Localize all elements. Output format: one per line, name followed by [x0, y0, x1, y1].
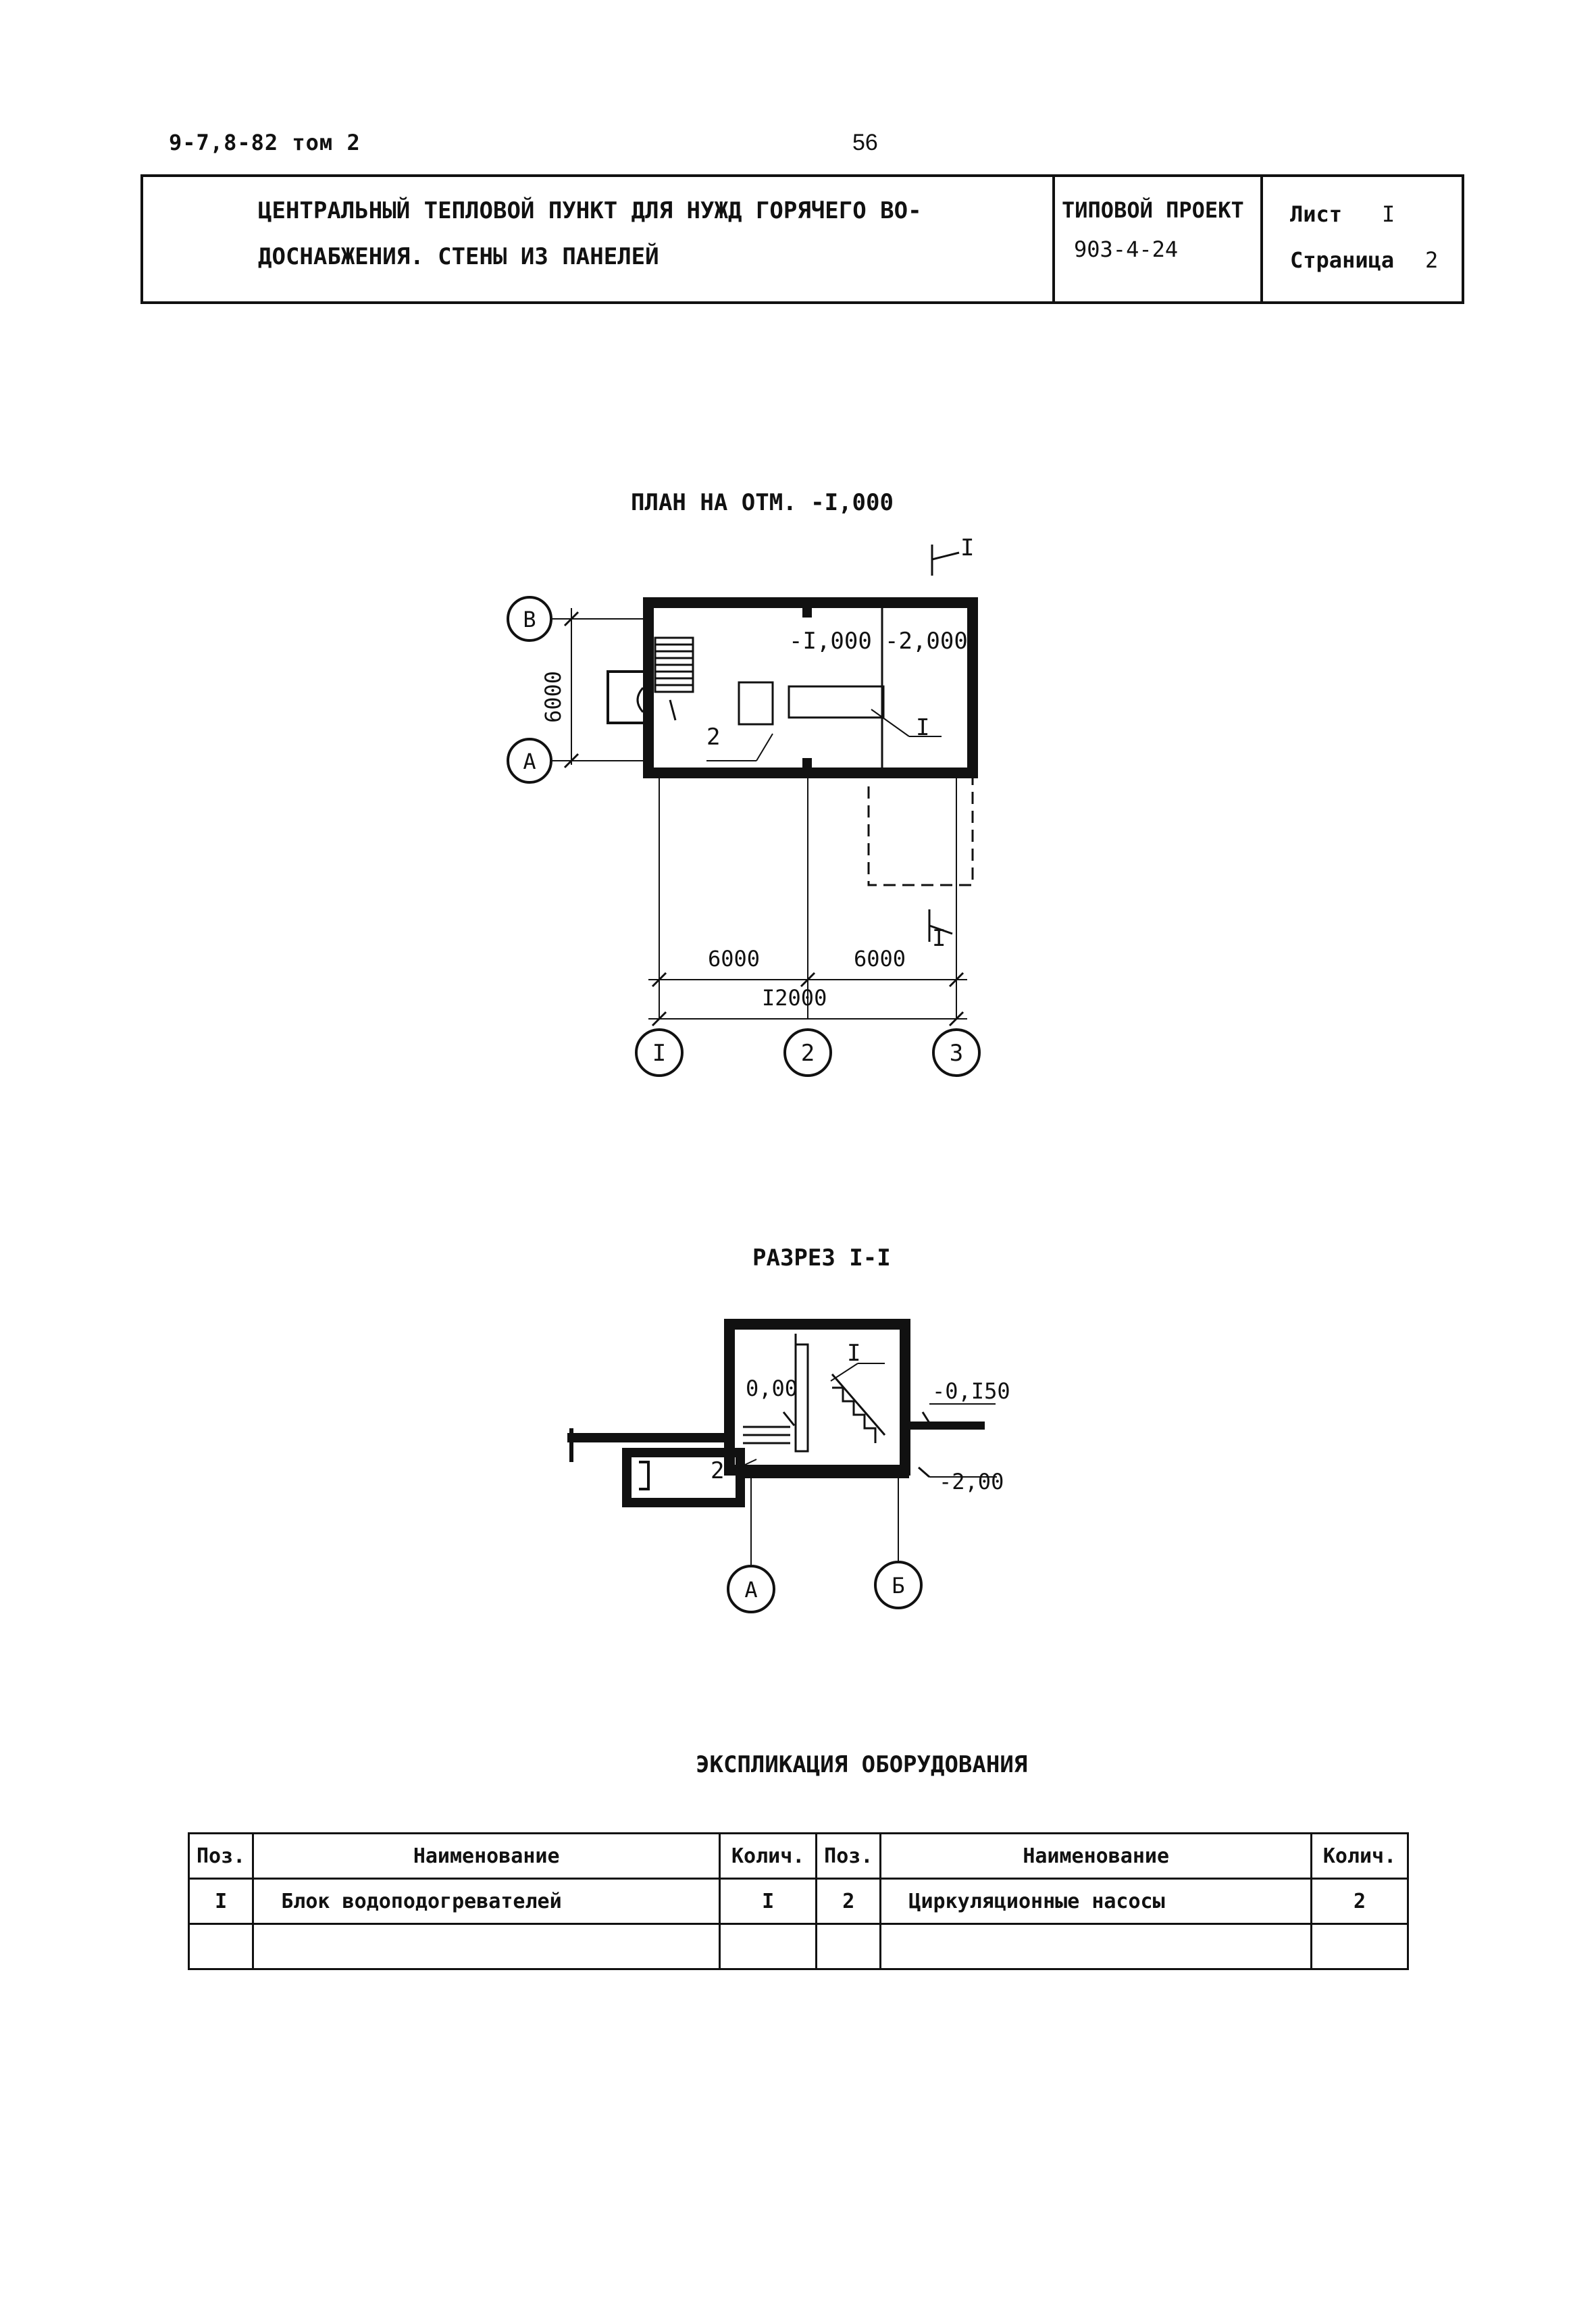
- spec-title: ЭКСПЛИКАЦИЯ ОБОРУДОВАНИЯ: [696, 1751, 1028, 1778]
- title-block-main: ЦЕНТРАЛЬНЫЙ ТЕПЛОВОЙ ПУНКТ ДЛЯ НУЖД ГОРЯ…: [143, 177, 1055, 301]
- dim-left: 6000: [708, 946, 760, 972]
- column-bottom: [802, 758, 812, 773]
- section-pos-1: I: [847, 1340, 860, 1367]
- leader-pos-1: [871, 709, 910, 737]
- plan-elevation-1: -I,000: [789, 628, 872, 655]
- svg-text:А: А: [523, 749, 536, 774]
- title-block-sheet: Лист I Страница 2: [1263, 177, 1462, 301]
- axis-bubble-3: 3: [932, 1028, 981, 1077]
- axis-bubble-a: А: [507, 738, 552, 784]
- title-line-2: ДОСНАБЖЕНИЯ. СТЕНЫ ИЗ ПАНЕЛЕЙ: [258, 243, 659, 270]
- section-mark-top: I: [931, 534, 974, 576]
- stair: [654, 636, 694, 693]
- table-cell: 2: [815, 1878, 882, 1925]
- pump-unit: [738, 681, 774, 726]
- dim-vertical: 6000: [540, 671, 566, 723]
- section-stair: [832, 1386, 877, 1443]
- page-number: 56: [852, 130, 878, 155]
- svg-text:Б: Б: [892, 1573, 904, 1599]
- table-cell: [719, 1923, 818, 1970]
- svg-text:А: А: [744, 1577, 757, 1603]
- svg-text:2: 2: [801, 1040, 815, 1067]
- page-value: 2: [1425, 247, 1439, 273]
- section-title: РАЗРЕЗ I-I: [752, 1244, 891, 1272]
- table-header-cell: Наименование: [252, 1832, 721, 1880]
- dashed-pit-outline: [867, 773, 974, 886]
- sheet-value: I: [1382, 201, 1395, 227]
- table-cell: [815, 1923, 882, 1970]
- title-line-1: ЦЕНТРАЛЬНЫЙ ТЕПЛОВОЙ ПУНКТ ДЛЯ НУЖД ГОРЯ…: [258, 197, 922, 224]
- axis-bubble-2: 2: [783, 1028, 832, 1077]
- table-cell: [879, 1923, 1312, 1970]
- title-block-project: ТИПОВОЙ ПРОЕКТ 903-4-24: [1055, 177, 1263, 301]
- heater-block: [788, 685, 885, 719]
- table-row: [187, 1923, 1409, 1970]
- entrance-vestibule: [607, 670, 643, 724]
- table-cell: Циркуляционные насосы: [879, 1878, 1312, 1925]
- section-mark-top-label: I: [960, 534, 974, 561]
- section-upper-walls: [724, 1319, 910, 1476]
- svg-text:3: 3: [950, 1040, 963, 1067]
- section-pos-2: 2: [711, 1457, 724, 1484]
- column-top: [802, 603, 812, 618]
- axis-bubble-1: I: [635, 1028, 684, 1077]
- dim-right: 6000: [854, 946, 906, 972]
- table-cell: [252, 1923, 721, 1970]
- plan-title: ПЛАН НА ОТМ. -I,000: [631, 489, 894, 516]
- title-block: ЦЕНТРАЛЬНЫЙ ТЕПЛОВОЙ ПУНКТ ДЛЯ НУЖД ГОРЯ…: [140, 174, 1464, 304]
- table-cell: I: [187, 1878, 255, 1925]
- section-mark-bottom-label: I: [932, 925, 946, 952]
- page-label: Страница: [1290, 247, 1395, 273]
- axis-bubble-b: В: [507, 596, 552, 642]
- table-cell: 2: [1310, 1878, 1409, 1925]
- table-cell: Блок водоподогревателей: [252, 1878, 721, 1925]
- table-cell: [187, 1923, 255, 1970]
- document-code: 9-7,8-82 том 2: [169, 130, 361, 155]
- section-drawing: I 0,00 -0,I50 2 -2,00 А Б: [567, 1319, 1010, 1613]
- sheet-label: Лист: [1290, 201, 1343, 227]
- project-label: ТИПОВОЙ ПРОЕКТ: [1062, 197, 1244, 223]
- equipment-table: Поз. Наименование Колич. Поз. Наименован…: [187, 1832, 1409, 1970]
- project-number: 903-4-24: [1074, 236, 1179, 262]
- section-axis-bubble-b: Б: [874, 1561, 923, 1609]
- floor-plan: I I 2 -I,000: [507, 534, 981, 1077]
- section-floor-slab: [739, 1466, 909, 1478]
- door-leaf: [669, 699, 677, 721]
- section-elevation-right: -0,I50: [932, 1378, 1010, 1404]
- table-header-cell: Поз.: [815, 1832, 882, 1880]
- plan-elevation-2: -2,000: [885, 628, 968, 655]
- table-header-row: Поз. Наименование Колич. Поз. Наименован…: [187, 1832, 1409, 1880]
- table-header-cell: Поз.: [187, 1832, 255, 1880]
- svg-text:I: I: [652, 1040, 666, 1067]
- dim-total: I2000: [762, 985, 827, 1011]
- section-lower-pit: [622, 1448, 745, 1507]
- section-elevation-left: 0,00: [746, 1376, 798, 1401]
- door-swing: [636, 687, 644, 713]
- table-header-cell: Колич.: [719, 1832, 818, 1880]
- svg-text:В: В: [523, 607, 536, 632]
- section-leader-pos-1: [830, 1363, 858, 1382]
- table-header-cell: Колич.: [1310, 1832, 1409, 1880]
- section-axis-bubble-a: А: [727, 1565, 775, 1613]
- table-header-cell: Наименование: [879, 1832, 1312, 1880]
- section-elevation-bottom: -2,00: [939, 1469, 1004, 1494]
- plan-pos-2: 2: [706, 724, 720, 751]
- table-cell: I: [719, 1878, 818, 1925]
- leader-pos-2: [756, 733, 773, 761]
- plan-pos-1: I: [916, 714, 929, 741]
- table-row: I Блок водоподогревателей I 2 Циркуляцио…: [187, 1878, 1409, 1925]
- table-cell: [1310, 1923, 1409, 1970]
